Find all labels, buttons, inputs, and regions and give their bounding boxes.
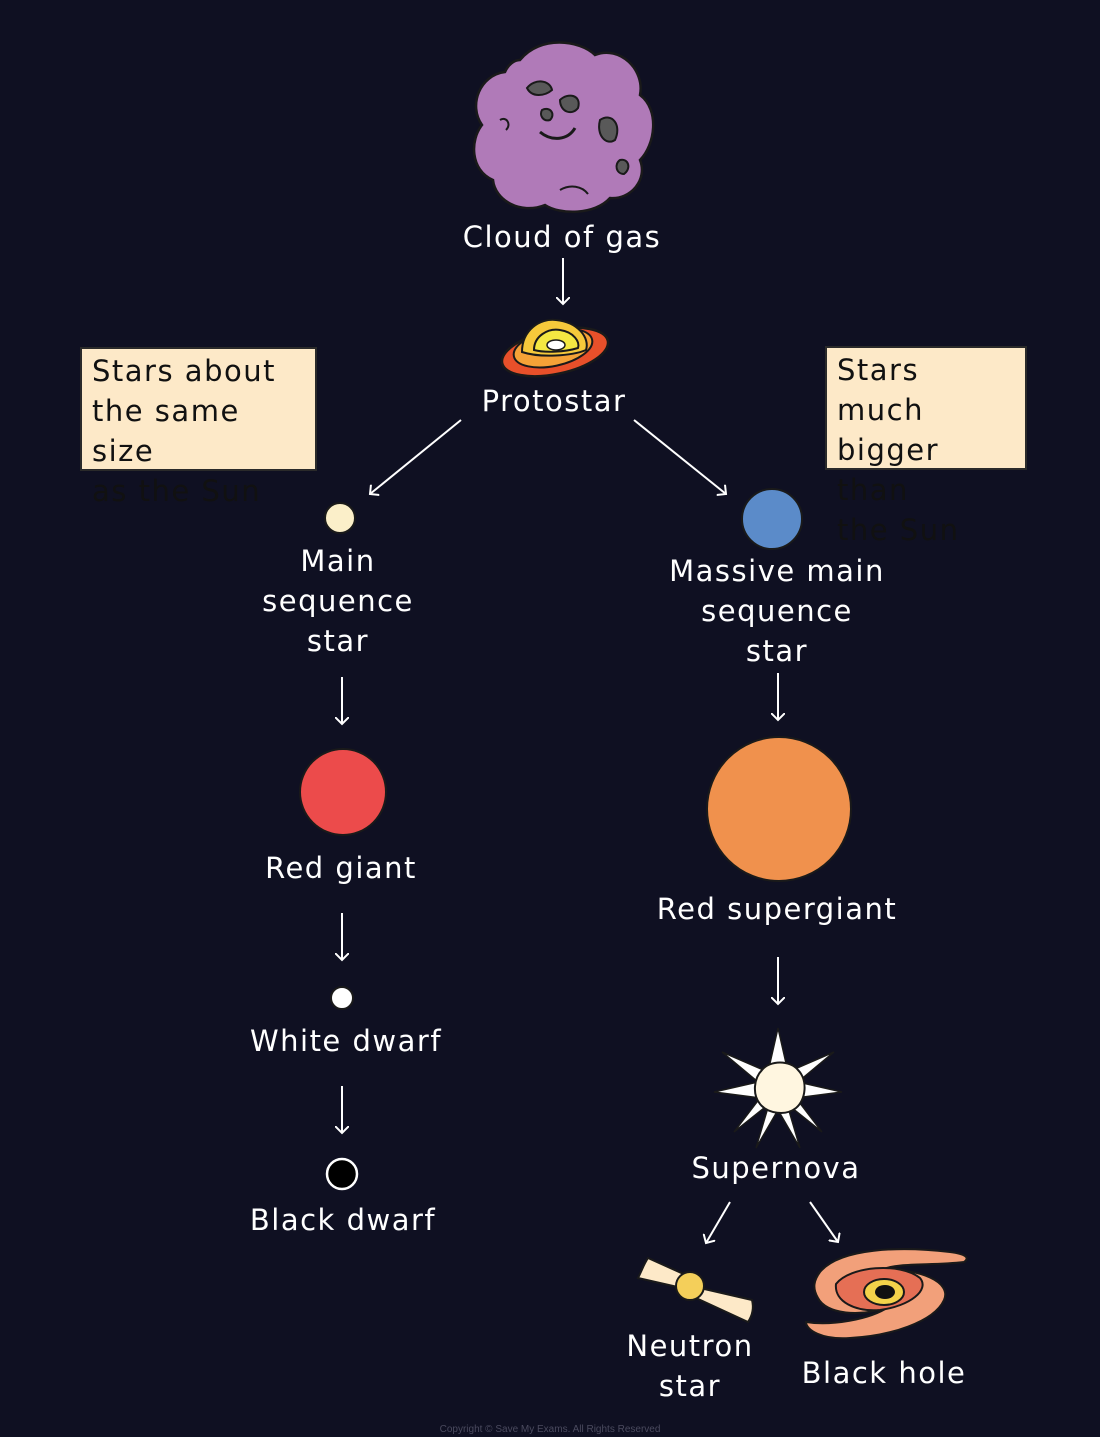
label-neutron-star: Neutron star	[626, 1329, 754, 1403]
label-protostar: Protostar	[481, 384, 627, 418]
label-cloud-of-gas: Cloud of gas	[462, 220, 662, 254]
label-massive-main-sequence-star: Massive main sequence star	[669, 554, 885, 668]
black-dwarf-icon	[325, 1157, 359, 1191]
label-red-supergiant: Red supergiant	[656, 892, 898, 926]
label-black-hole: Black hole	[801, 1356, 967, 1390]
arrows	[342, 258, 838, 1243]
arrow-supernova-to-black-hole	[809, 1201, 838, 1242]
red-giant-icon	[299, 748, 387, 836]
main-sequence-star-icon	[324, 502, 356, 534]
arrow-protostar-to-main-sequence	[370, 419, 462, 494]
neutron-star-icon	[636, 1256, 754, 1324]
label-white-dwarf: White dwarf	[249, 1024, 443, 1058]
label-main-sequence-star: Main sequence star	[262, 544, 414, 658]
arrow-supernova-to-neutron-star	[706, 1201, 731, 1243]
gas-cloud-icon	[472, 41, 655, 214]
label-black-dwarf: Black dwarf	[249, 1203, 437, 1237]
note-big-stars: Stars much bigger than the Sun	[825, 346, 1027, 547]
label-supernova: Supernova	[691, 1151, 861, 1185]
protostar-icon	[500, 318, 610, 378]
white-dwarf-icon	[330, 986, 354, 1010]
supernova-icon	[713, 1027, 843, 1149]
black-hole-icon	[804, 1248, 968, 1340]
label-red-giant: Red giant	[265, 851, 417, 885]
note-small-stars: Stars about the same size as the Sun	[80, 347, 317, 508]
massive-star-icon	[741, 488, 803, 550]
copyright-notice: Copyright © Save My Exams. All Rights Re…	[439, 1424, 661, 1435]
arrow-protostar-to-massive	[633, 419, 726, 494]
red-supergiant-icon	[706, 736, 852, 882]
